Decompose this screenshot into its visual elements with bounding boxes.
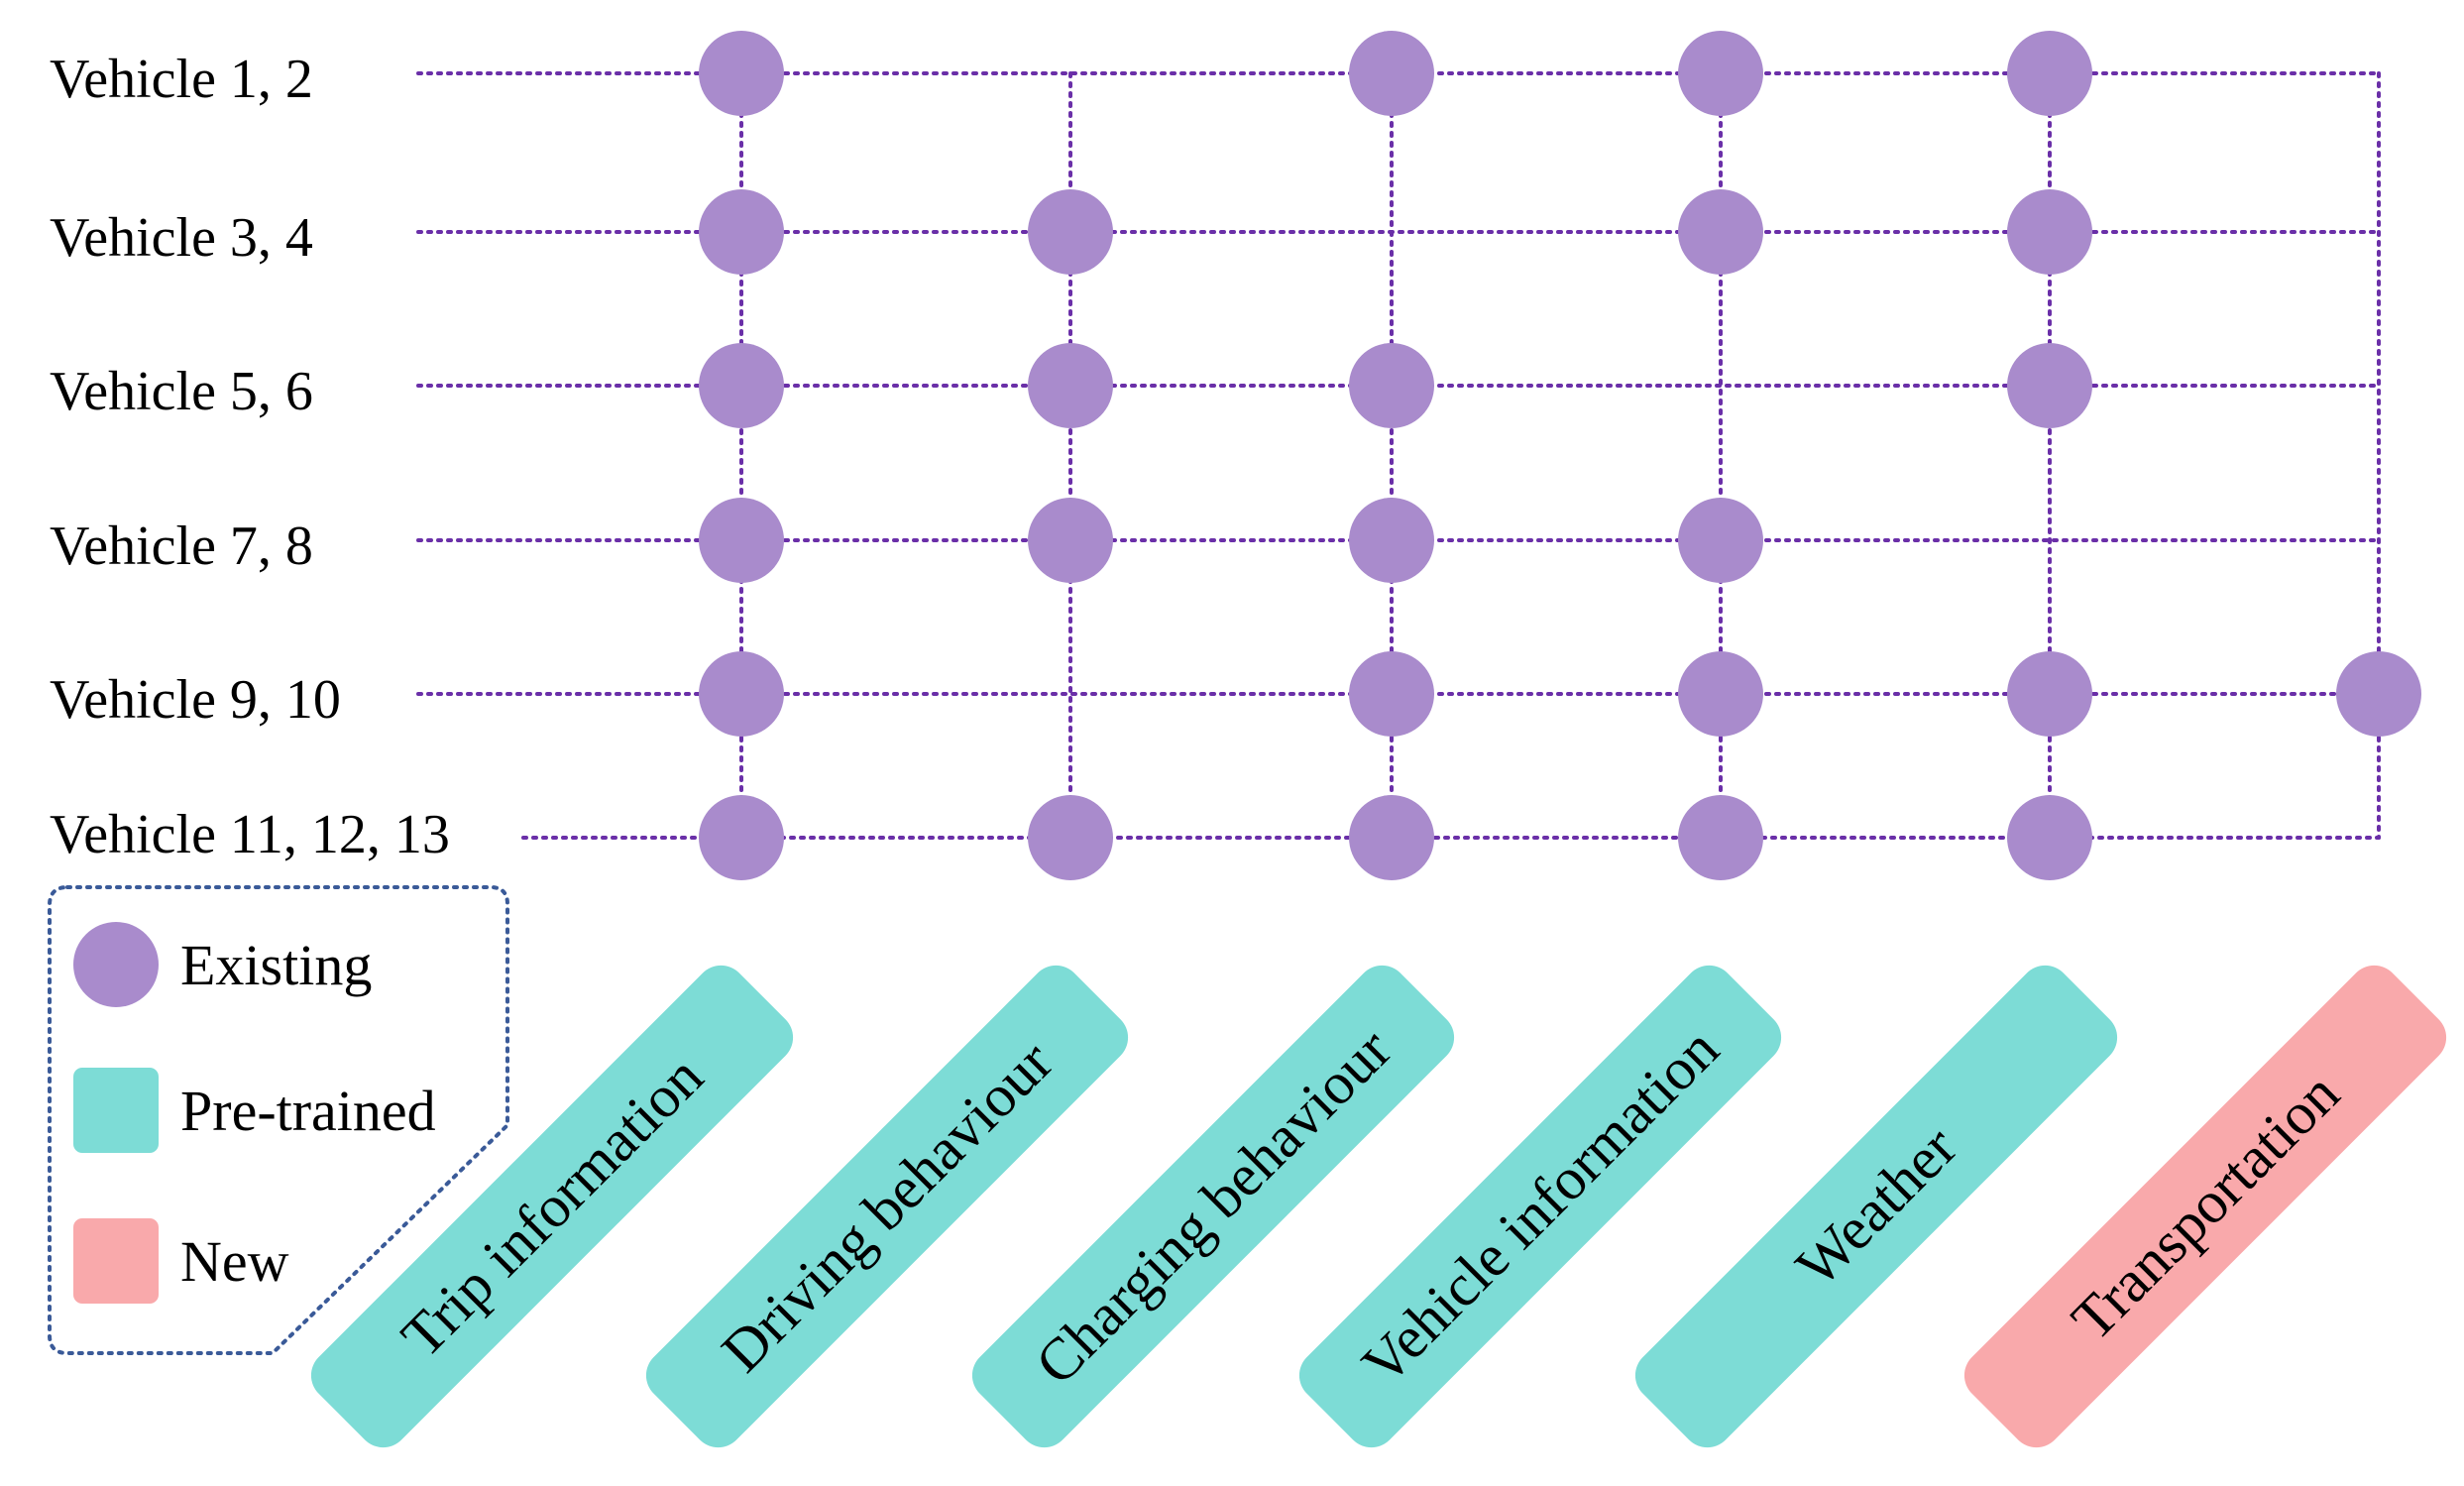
feature-box-shape — [1963, 965, 2447, 1448]
existing-marker — [2007, 343, 2092, 428]
legend-swatch-new — [73, 1218, 159, 1304]
existing-marker — [1349, 498, 1434, 583]
existing-marker — [2007, 31, 2092, 116]
existing-marker — [699, 498, 784, 583]
legend-label: New — [180, 1229, 289, 1294]
existing-marker — [1349, 343, 1434, 428]
feature-box-shape — [1298, 965, 1782, 1448]
feature-box-shape — [971, 965, 1455, 1448]
row-labels: Vehicle 1, 2 Vehicle 3, 4 Vehicle 5, 6 Vehi… — [50, 49, 450, 865]
row-label: Vehicle 3, 4 — [50, 207, 313, 269]
feature-box-shape — [645, 965, 1129, 1448]
existing-marker — [1678, 795, 1763, 880]
existing-marker — [1028, 795, 1113, 880]
existing-marker — [1678, 651, 1763, 737]
legend-swatch-existing — [73, 922, 159, 1007]
legend-frame — [48, 885, 509, 1355]
legend-label: Pre-trained — [180, 1079, 436, 1143]
legend-label: Existing — [180, 933, 372, 997]
existing-marker — [2007, 651, 2092, 737]
existing-marker — [699, 795, 784, 880]
row-label: Vehicle 5, 6 — [50, 361, 313, 422]
feature-box-shape — [1634, 965, 2118, 1448]
existing-marker — [1349, 651, 1434, 737]
existing-marker — [2007, 189, 2092, 275]
existing-marker — [2336, 651, 2421, 737]
existing-marker — [1678, 189, 1763, 275]
feature-box-shape — [310, 965, 794, 1448]
existing-marker — [699, 343, 784, 428]
existing-marker — [1028, 498, 1113, 583]
row-label: Vehicle 1, 2 — [50, 49, 313, 110]
existing-marker — [699, 189, 784, 275]
existing-marker — [1678, 31, 1763, 116]
legend-swatch-pretrained — [73, 1068, 159, 1153]
row-label: Vehicle 7, 8 — [50, 515, 313, 577]
existing-marker — [2007, 795, 2092, 880]
existing-marker — [1349, 31, 1434, 116]
existing-marker — [1349, 795, 1434, 880]
row-label: Vehicle 9, 10 — [50, 669, 341, 731]
existing-marker — [699, 651, 784, 737]
row-label: Vehicle 11, 12, 13 — [50, 804, 450, 865]
existing-marker — [1678, 498, 1763, 583]
feature-label: Transportation — [2060, 1061, 2352, 1353]
feature-label: Trip information — [389, 1043, 715, 1369]
existing-marker — [1028, 189, 1113, 275]
existing-marker — [1028, 343, 1113, 428]
existing-markers — [699, 31, 2421, 880]
existing-marker — [699, 31, 784, 116]
